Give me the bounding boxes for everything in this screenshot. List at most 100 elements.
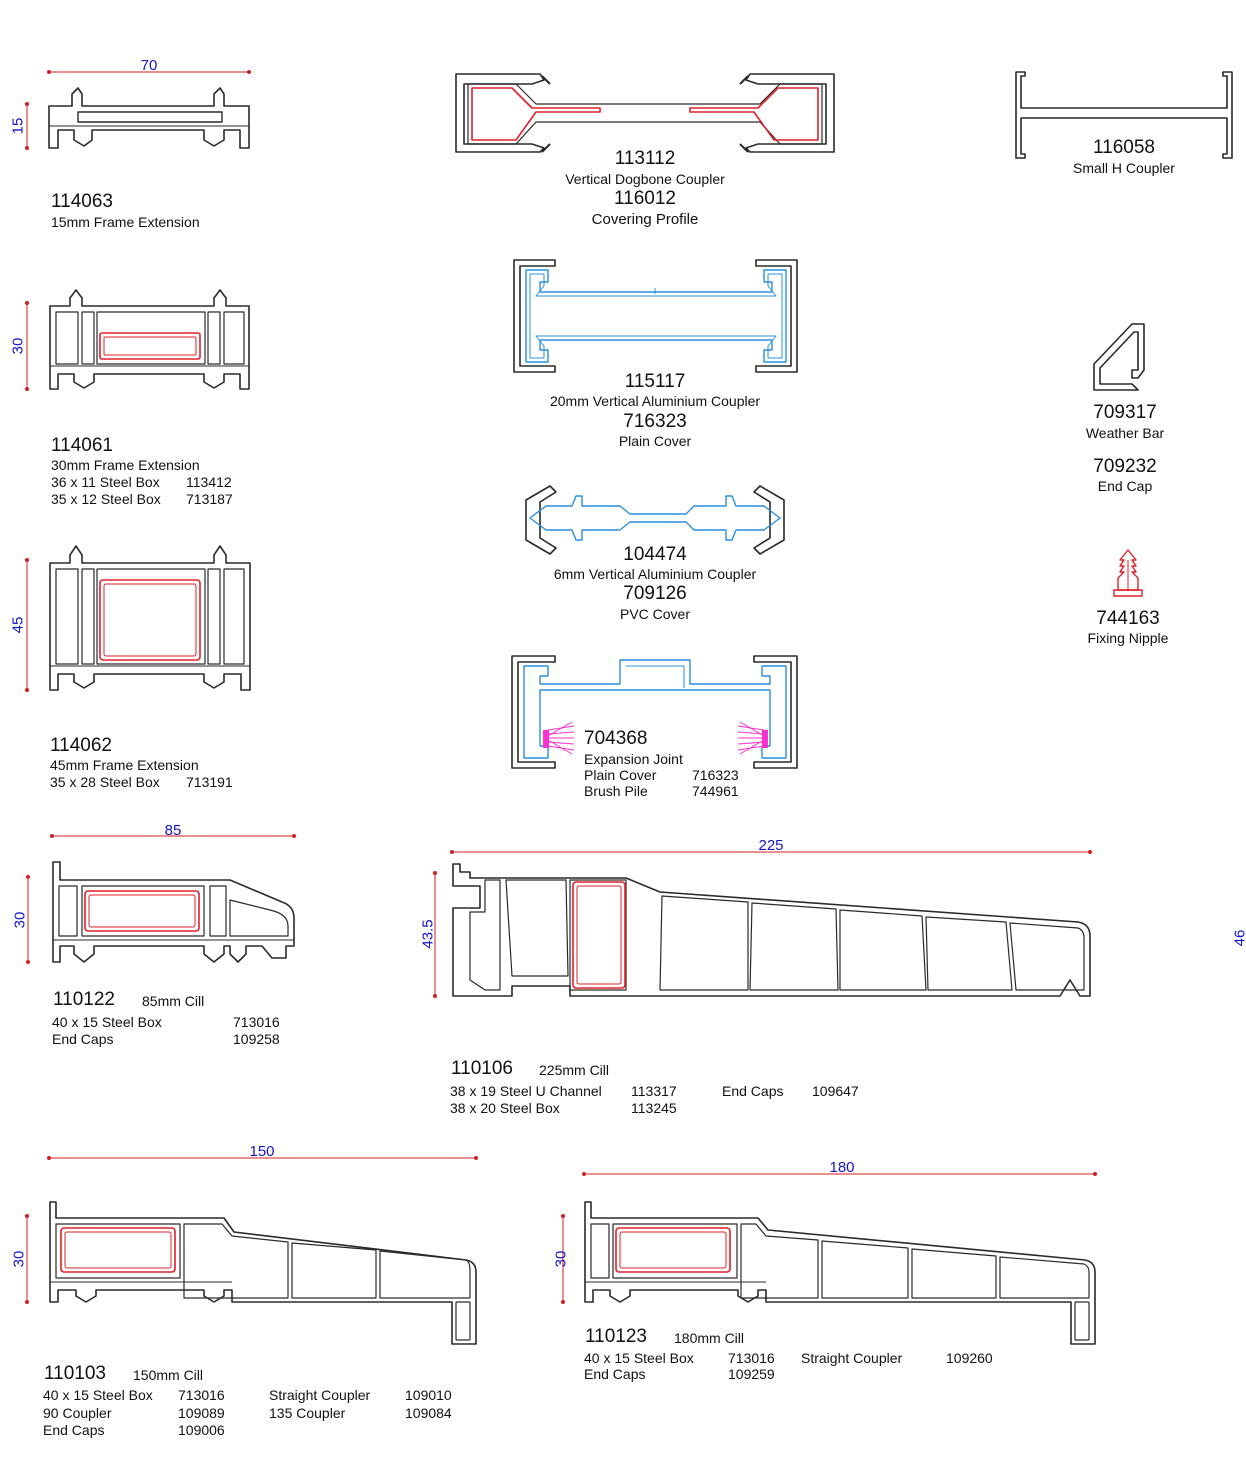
profile-110122-drawing xyxy=(26,834,296,964)
part-label: 135 Coupler xyxy=(269,1405,346,1421)
profile-114063-drawing xyxy=(25,70,251,150)
profile-name-116012: Covering Profile xyxy=(591,211,699,228)
part-label: 38 x 19 Steel U Channel xyxy=(450,1083,602,1099)
part-code: 109260 xyxy=(946,1350,993,1366)
profile-code-115117: 115117 xyxy=(624,371,686,392)
part-code: 713016 xyxy=(728,1350,775,1366)
dim-width-110103: 150 xyxy=(249,1143,275,1160)
profile-code-114063: 114063 xyxy=(51,191,113,212)
profile-code-110103: 110103 xyxy=(44,1363,106,1384)
part-label: End Caps xyxy=(584,1366,646,1382)
profile-code-104474: 104474 xyxy=(623,544,687,565)
profile-744163-drawing xyxy=(1113,549,1143,597)
dim-height-110123: 30 xyxy=(552,1250,570,1268)
profile-110103-drawing xyxy=(25,1156,478,1345)
part-code: 109006 xyxy=(178,1422,225,1438)
part-label: 40 x 15 Steel Box xyxy=(584,1350,694,1366)
part-label: End Caps xyxy=(52,1031,114,1047)
profile-name-115117: 20mm Vertical Aluminium Coupler xyxy=(549,393,761,409)
profile-709317-drawing xyxy=(1093,323,1145,391)
profile-code-114061: 114061 xyxy=(51,435,113,456)
part-code: 713016 xyxy=(233,1014,280,1030)
profile-code-116012: 116012 xyxy=(614,188,676,209)
profile-110106-drawing xyxy=(433,850,1092,998)
dim-width-110123: 180 xyxy=(829,1159,855,1176)
part-label: 38 x 20 Steel Box xyxy=(450,1100,560,1116)
part-code: 113245 xyxy=(631,1100,677,1116)
profile-name-114063: 15mm Frame Extension xyxy=(51,214,200,230)
profile-name-709317: Weather Bar xyxy=(1085,425,1165,441)
part-code: 744961 xyxy=(692,783,739,799)
profile-code-114062: 114062 xyxy=(50,735,112,756)
profile-114062-drawing xyxy=(25,545,251,692)
part-code: 109010 xyxy=(405,1387,452,1403)
profile-code-744163: 744163 xyxy=(1096,608,1160,629)
profile-code-716323: 716323 xyxy=(623,411,687,432)
dim-side-110106: 46 xyxy=(1231,929,1246,947)
profile-name-114061: 30mm Frame Extension xyxy=(51,457,200,473)
profile-code-116058: 116058 xyxy=(1093,137,1155,158)
profile-name-116058: Small H Coupler xyxy=(1073,160,1175,176)
part-code: 109258 xyxy=(233,1031,280,1047)
profile-name-709232: End Cap xyxy=(1097,478,1153,494)
profile-name-110123: 180mm Cill xyxy=(674,1330,745,1346)
profile-name-716323: Plain Cover xyxy=(618,433,692,449)
profile-code-709317: 709317 xyxy=(1093,402,1157,423)
dim-width-110122: 85 xyxy=(164,822,182,839)
profile-name-704368: Expansion Joint xyxy=(584,751,683,767)
part-label: 40 x 15 Steel Box xyxy=(43,1387,153,1403)
dim-width-110106: 225 xyxy=(758,837,784,854)
profile-code-709232: 709232 xyxy=(1093,456,1157,477)
profile-116058-drawing xyxy=(1015,71,1233,159)
profile-code-110122: 110122 xyxy=(53,989,115,1010)
part-label: 90 Coupler xyxy=(43,1405,112,1421)
profile-704368-drawing xyxy=(511,655,798,769)
dim-height-110122: 30 xyxy=(11,911,29,929)
profile-code-709126: 709126 xyxy=(623,583,687,604)
profile-name-110103: 150mm Cill xyxy=(133,1367,204,1383)
dim-width-114063: 70 xyxy=(140,57,158,74)
part-code: 113412 xyxy=(186,474,232,490)
part-label: End Caps xyxy=(722,1083,784,1099)
profile-113112-drawing xyxy=(455,73,835,153)
dim-height-114062: 45 xyxy=(9,616,27,634)
part-label: 35 x 12 Steel Box xyxy=(51,491,161,507)
profile-name-110122: 85mm Cill xyxy=(142,993,205,1009)
profile-name-104474: 6mm Vertical Aluminium Coupler xyxy=(553,566,757,582)
part-code: 716323 xyxy=(692,767,739,783)
profile-code-704368: 704368 xyxy=(584,728,648,749)
profile-115117-drawing xyxy=(513,259,798,373)
part-label: 36 x 11 Steel Box xyxy=(51,474,160,490)
profile-104474-drawing xyxy=(525,485,785,555)
part-code: 109259 xyxy=(728,1366,775,1382)
profile-name-114062: 45mm Frame Extension xyxy=(50,757,199,773)
part-label: 35 x 28 Steel Box xyxy=(50,774,160,790)
part-code: 113317 xyxy=(631,1083,677,1099)
part-code: 109089 xyxy=(178,1405,225,1421)
part-code: 713191 xyxy=(186,774,233,790)
part-code: 713187 xyxy=(186,491,233,507)
part-label: Straight Coupler xyxy=(269,1387,371,1403)
profile-110123-drawing xyxy=(561,1172,1097,1345)
part-code: 109084 xyxy=(405,1405,452,1421)
profile-name-744163: Fixing Nipple xyxy=(1087,630,1169,646)
profile-name-709126: PVC Cover xyxy=(619,606,691,622)
profile-code-110106: 110106 xyxy=(451,1058,513,1079)
part-label: Plain Cover xyxy=(584,767,657,783)
part-label: Brush Pile xyxy=(584,783,648,799)
profile-name-110106: 225mm Cill xyxy=(539,1062,610,1078)
part-label: 40 x 15 Steel Box xyxy=(52,1014,162,1030)
part-code: 713016 xyxy=(178,1387,225,1403)
profile-code-113112: 113112 xyxy=(614,148,676,169)
dim-height-114061: 30 xyxy=(9,337,27,355)
dim-height-110106: 43.5 xyxy=(419,919,437,949)
profile-code-110123: 110123 xyxy=(585,1326,647,1347)
part-label: End Caps xyxy=(43,1422,105,1438)
dim-height-110103: 30 xyxy=(10,1250,28,1268)
profile-114061-drawing xyxy=(25,289,250,391)
part-code: 109647 xyxy=(812,1083,859,1099)
profile-name-113112: Vertical Dogbone Coupler xyxy=(565,171,725,187)
dim-height-114063: 15 xyxy=(9,117,27,135)
part-label: Straight Coupler xyxy=(801,1350,903,1366)
